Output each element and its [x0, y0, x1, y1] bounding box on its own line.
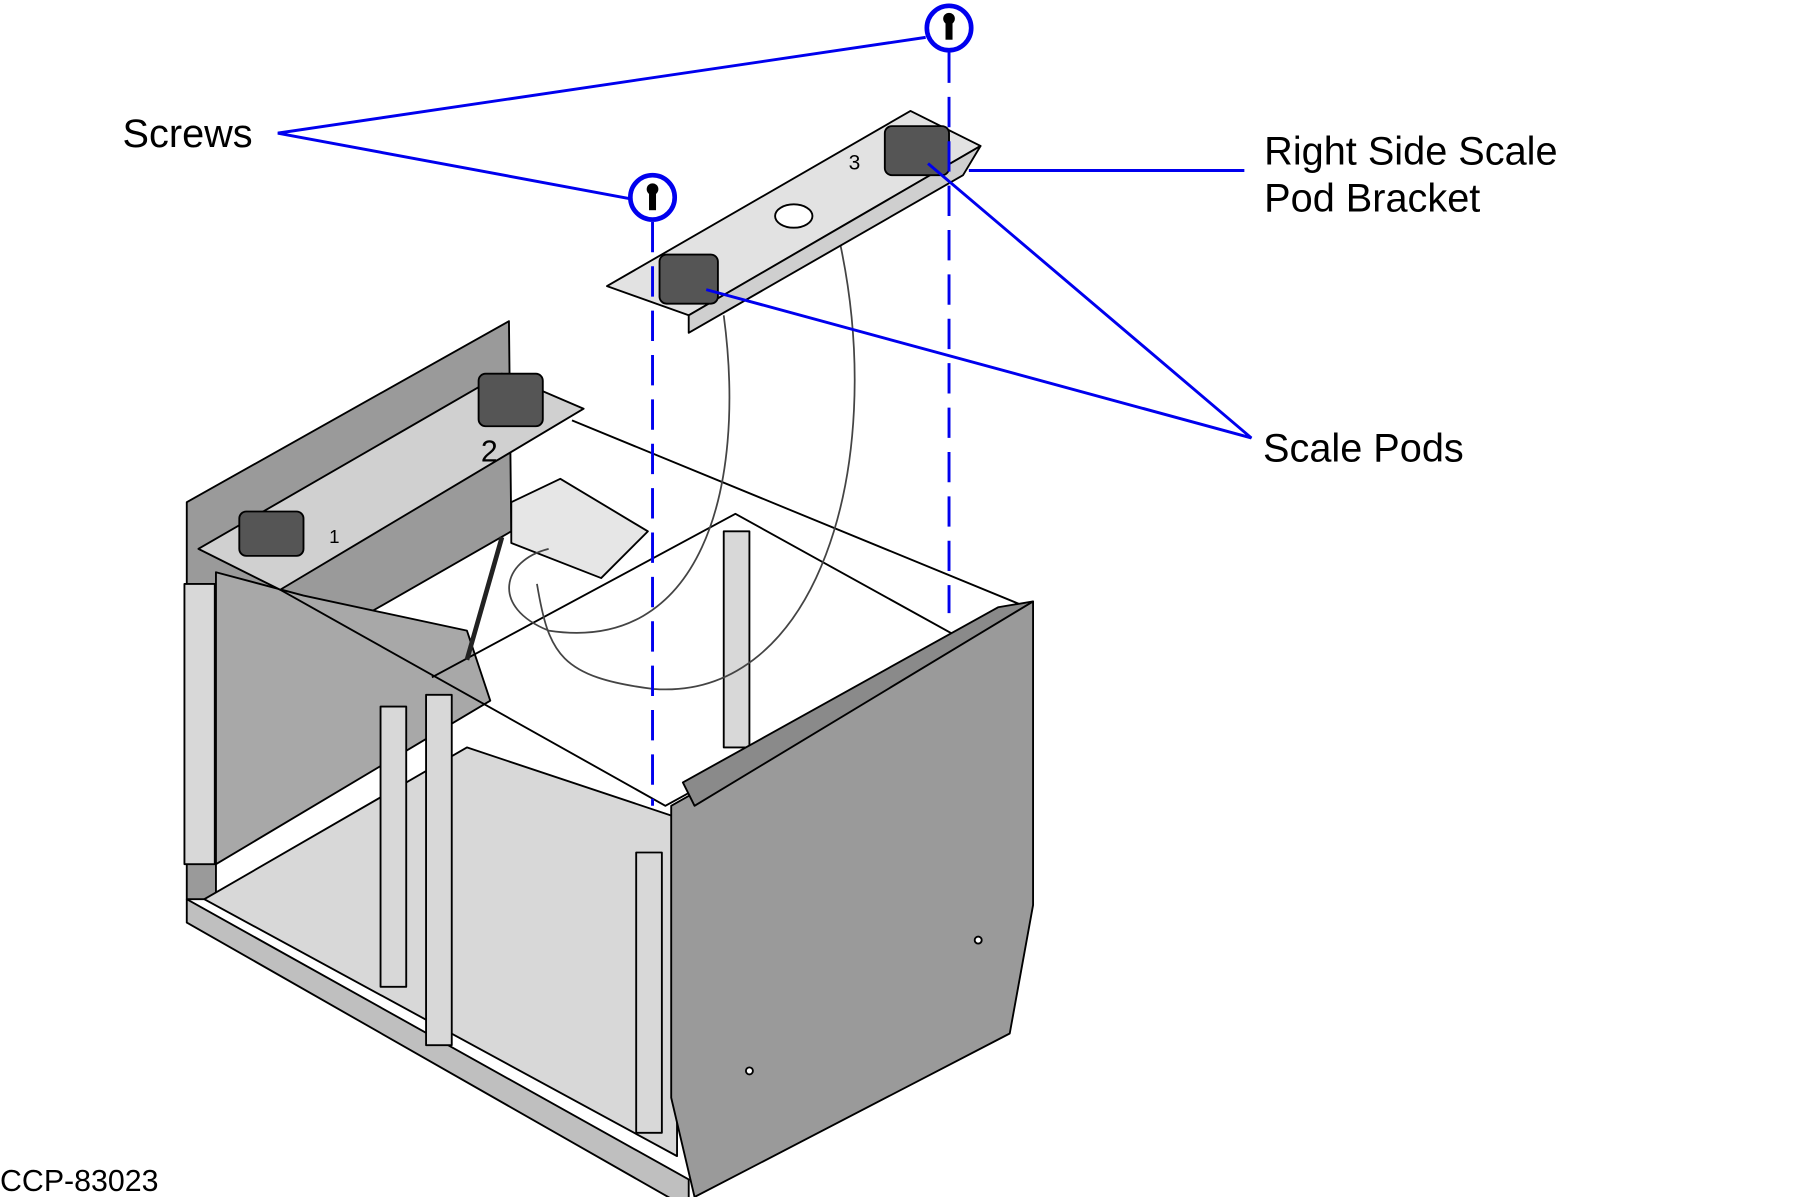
right-side-scale-pod-bracket: 3 — [606, 110, 982, 334]
screw-head — [646, 183, 659, 196]
pod-number-1: 1 — [329, 526, 339, 547]
center-upright — [425, 693, 453, 1047]
figure-id: CCP-83023 — [0, 1165, 159, 1197]
cabinet: 2 1 — [183, 245, 1035, 1197]
bracket-flange — [687, 145, 982, 334]
scale-pod-1 — [238, 510, 305, 557]
label-bracket-line2: Pod Bracket — [1264, 176, 1480, 220]
pod-number-2: 2 — [481, 435, 498, 468]
panel-hole — [744, 1066, 754, 1076]
left-inner-panel — [215, 571, 492, 866]
screw-head — [943, 12, 955, 25]
front-inner-upright — [635, 851, 663, 1134]
scale-pod-bracket-2 — [883, 125, 950, 177]
pod-cable — [536, 245, 856, 691]
rear-upright — [722, 530, 751, 749]
pod-cable — [464, 536, 505, 661]
screws-callout-line — [277, 35, 926, 200]
screw-upper — [924, 3, 974, 53]
front-panel-lip — [681, 600, 1035, 807]
pod-cable — [508, 315, 731, 634]
screw-icon — [945, 16, 953, 40]
scale-pod-2 — [477, 372, 544, 428]
left-front-upright — [183, 582, 216, 866]
bracket-hole — [774, 203, 814, 229]
scale-pods-callout-line — [705, 162, 1253, 440]
panel-hole — [973, 935, 983, 945]
label-screws: Screws — [123, 112, 253, 156]
inner-upright — [379, 705, 408, 988]
scale-pod-bracket-1 — [658, 253, 719, 305]
screw-icon — [649, 186, 657, 211]
screw-lower — [628, 172, 678, 222]
label-scale-pods: Scale Pods — [1263, 426, 1464, 470]
pod-number-3: 3 — [849, 151, 861, 174]
electronics-box — [510, 477, 649, 579]
bottom-front-rail — [185, 898, 690, 1197]
label-bracket-line1: Right Side Scale — [1264, 130, 1557, 174]
